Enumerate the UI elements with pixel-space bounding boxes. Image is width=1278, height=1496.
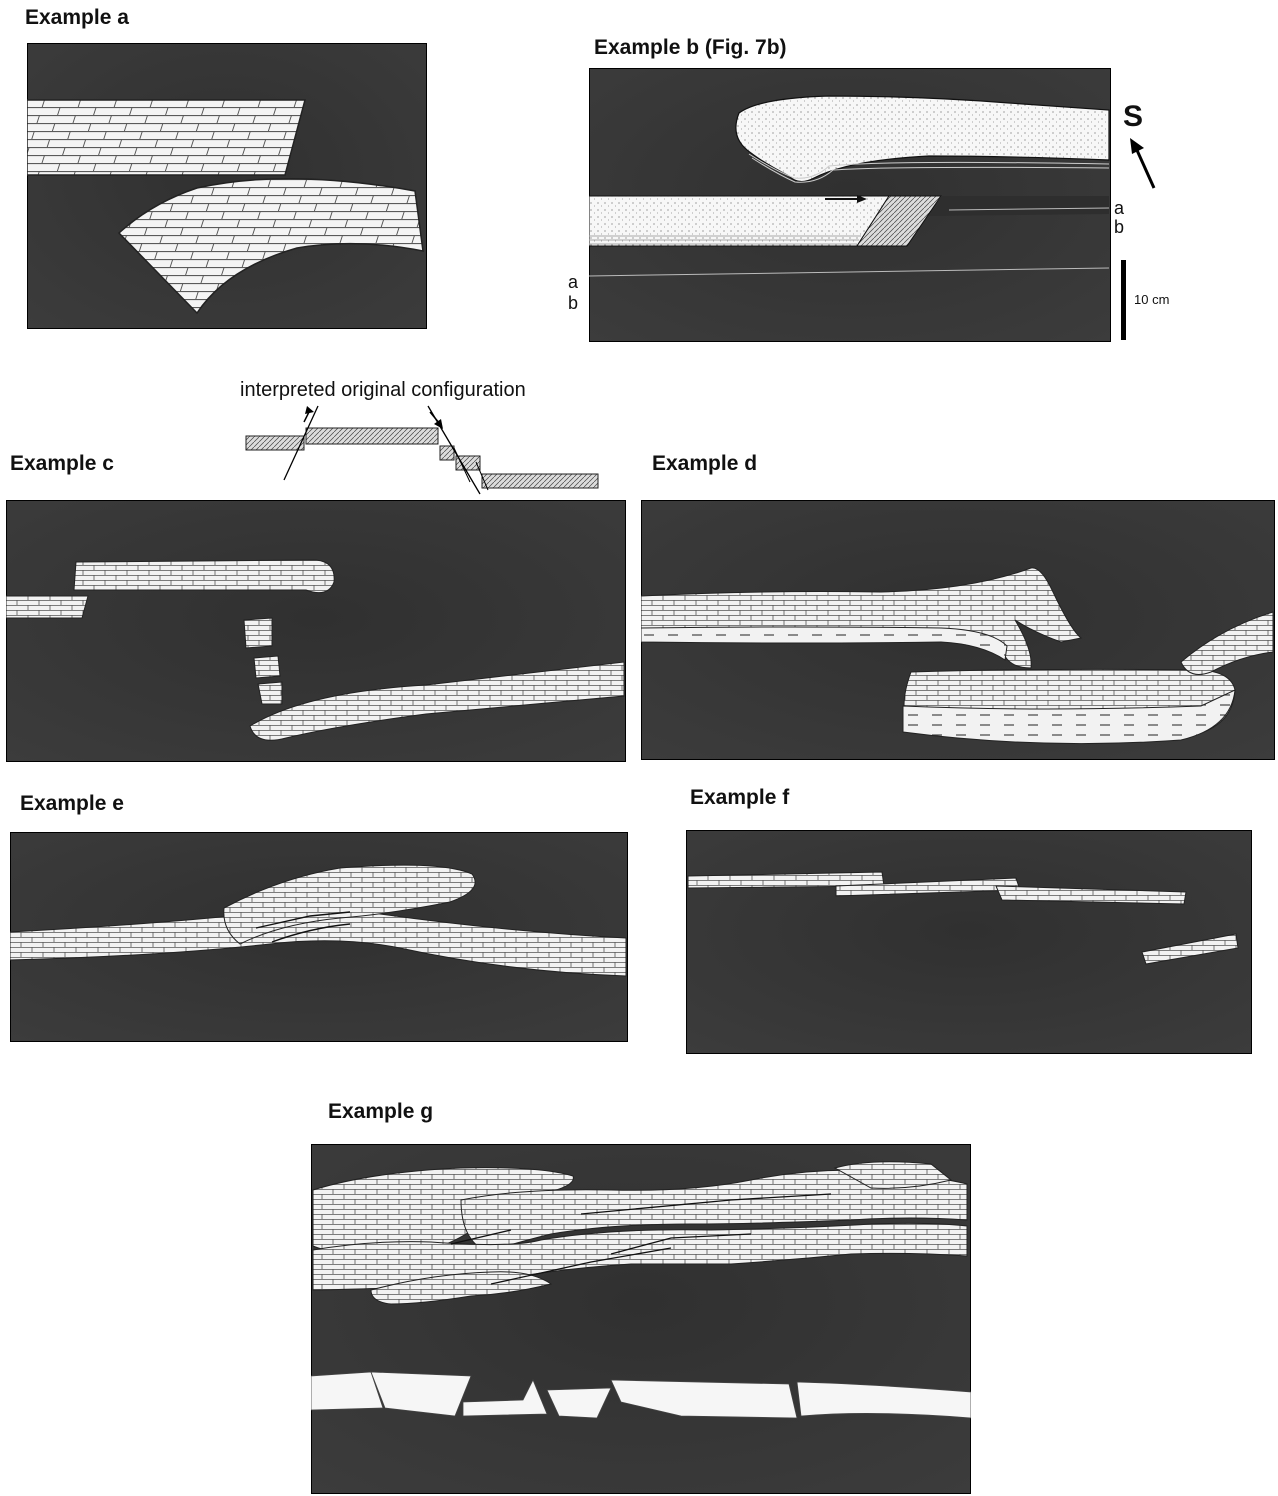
panel-b-right-label-b: b: [1114, 218, 1124, 236]
panel-d-diagram: [641, 500, 1275, 760]
panel-b-title: Example b (Fig. 7b): [594, 36, 787, 60]
panel-a-diagram: [27, 43, 427, 329]
panel-b-lower-sandstone-bed: [589, 196, 889, 246]
panel-b-right-label-a: a: [1114, 199, 1124, 217]
panel-g-title: Example g: [328, 1100, 433, 1124]
inset-caption: interpreted original configuration: [240, 379, 526, 402]
panel-c-diagram: [6, 500, 626, 762]
panel-c-upper-bed: [74, 560, 334, 593]
panel-f-diagram: [686, 830, 1252, 1054]
panel-f-title: Example f: [690, 786, 789, 810]
panel-g-lower-bed-1: [311, 1372, 383, 1410]
panel-b-scale-bar: [1118, 258, 1130, 342]
panel-b-left-label-b: b: [568, 294, 578, 312]
panel-g-diagram: [311, 1144, 971, 1494]
panel-b-direction-arrow-icon: [1124, 136, 1164, 192]
panel-f-matrix: [686, 830, 1252, 1054]
panel-a-upper-bed: [27, 100, 305, 175]
panel-c-left-bed: [6, 596, 88, 618]
panel-e-title: Example e: [20, 792, 124, 816]
panel-b-diagram: [589, 68, 1111, 342]
panel-b-scale-label: 10 cm: [1134, 292, 1169, 307]
panel-b-left-label-a: a: [568, 273, 578, 291]
panel-e-diagram: [10, 832, 628, 1042]
panel-b-direction-label: S: [1123, 100, 1143, 134]
panel-a-title: Example a: [25, 6, 129, 30]
panel-d-title: Example d: [652, 452, 757, 476]
panel-c-title: Example c: [10, 452, 114, 476]
inset-diagram: [244, 402, 604, 498]
